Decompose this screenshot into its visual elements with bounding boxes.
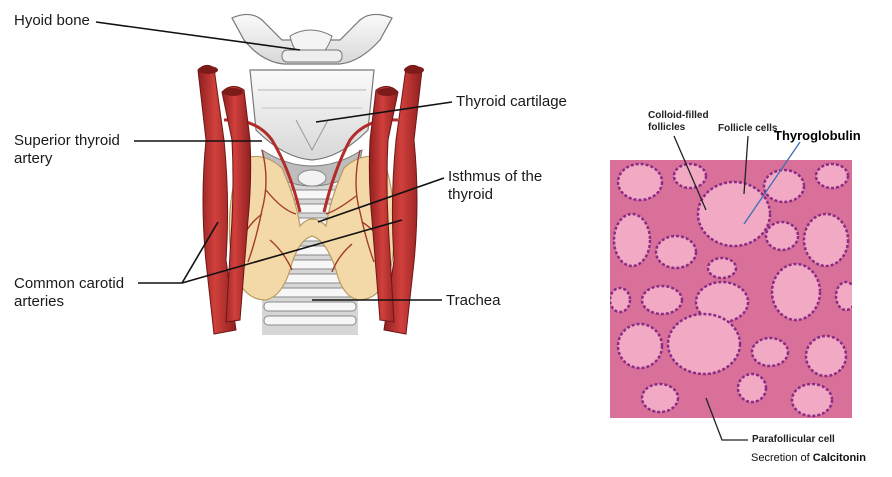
neck-anatomy-illustration	[197, 13, 424, 335]
colloid-follicle	[612, 212, 652, 268]
left-carotid-artery-shape	[197, 64, 252, 335]
label-secretion-prefix: Secretion of	[751, 452, 813, 464]
colloid-follicle	[640, 284, 684, 316]
colloid-follicle	[802, 212, 850, 268]
colloid-follicle	[672, 162, 708, 190]
colloid-follicle	[804, 334, 848, 378]
colloid-follicle	[640, 382, 680, 414]
label-trachea: Trachea	[446, 292, 501, 309]
label-isthmus-line2: thyroid	[448, 186, 494, 203]
label-hyoid-bone: Hyoid bone	[14, 12, 90, 29]
label-common-carotid-line2: arteries	[14, 293, 65, 310]
colloid-follicle	[764, 220, 800, 252]
histology-micrograph	[610, 160, 852, 418]
colloid-follicle	[814, 162, 850, 190]
label-superior-thyroid-artery-line1: Superior thyroid	[14, 132, 120, 149]
label-parafollicular-cell: Parafollicular cell	[752, 434, 835, 445]
label-isthmus-line1: Isthmus of the	[448, 168, 543, 185]
colloid-follicle	[706, 256, 738, 280]
colloid-follicle	[696, 180, 772, 248]
label-superior-thyroid-artery: Superior thyroid artery	[14, 132, 120, 168]
colloid-follicle	[790, 382, 834, 418]
colloid-follicle	[654, 234, 698, 270]
colloid-follicle	[666, 312, 742, 376]
label-thyroid-cartilage: Thyroid cartilage	[456, 93, 567, 110]
label-superior-thyroid-artery-line2: artery	[14, 150, 53, 167]
label-common-carotid-line1: Common carotid	[14, 275, 125, 292]
label-secretion-of-calcitonin: Secretion of Calcitonin	[751, 452, 866, 464]
colloid-follicle	[616, 162, 664, 202]
label-isthmus: Isthmus of the thyroid	[448, 168, 542, 204]
label-colloid-filled-follicles: Colloid-filled follicles	[648, 110, 709, 134]
colloid-follicle	[762, 168, 806, 204]
colloid-follicle	[770, 262, 822, 322]
histology-leader-lines	[673, 135, 801, 441]
colloid-follicle	[610, 286, 632, 314]
anatomy-leader-lines	[95, 21, 453, 301]
label-thyroglobulin: Thyroglobulin	[774, 128, 861, 143]
label-colloid-line2: follicles	[648, 122, 686, 133]
label-calcitonin: Calcitonin	[812, 452, 866, 464]
colloid-follicle	[750, 336, 790, 368]
hyoid-bone-shape	[231, 13, 393, 65]
label-common-carotid: Common carotid arteries	[14, 275, 124, 311]
label-follicle-cells: Follicle cells	[718, 123, 778, 134]
colloid-follicle	[834, 280, 852, 312]
thyroid-cartilage-shape	[249, 69, 375, 187]
colloid-follicle	[736, 372, 768, 404]
right-carotid-artery-shape	[368, 64, 424, 335]
label-colloid-line1: Colloid-filled	[648, 110, 709, 121]
colloid-follicle	[616, 322, 664, 370]
